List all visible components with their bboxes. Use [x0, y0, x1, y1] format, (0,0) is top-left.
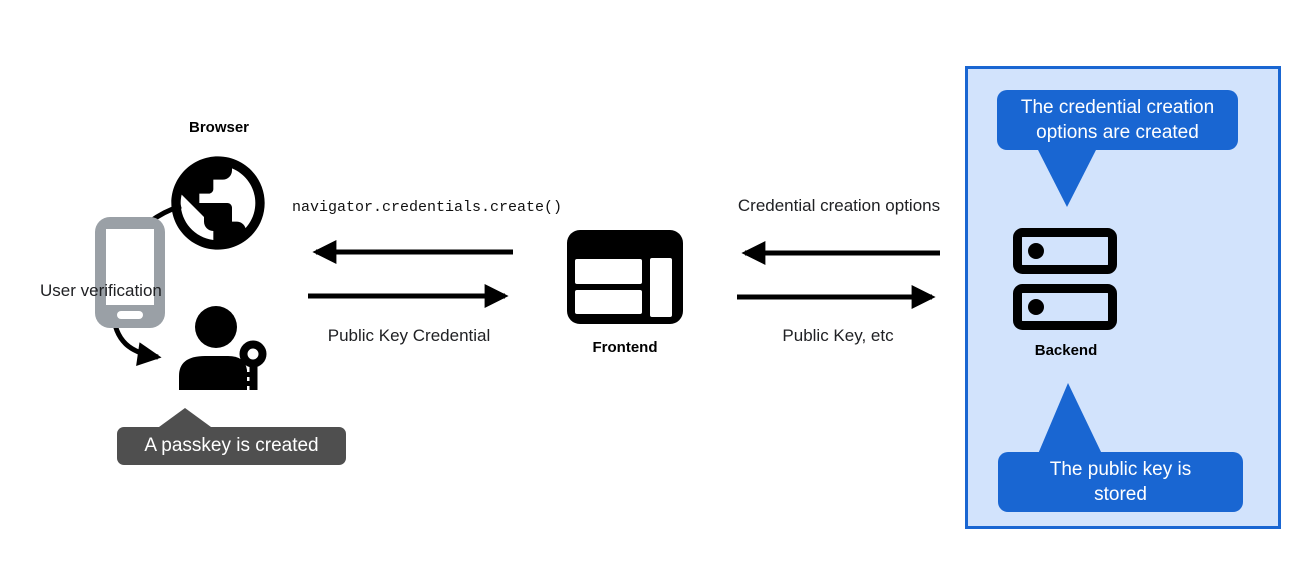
public-key-etc-label: Public Key, etc — [782, 326, 894, 345]
passkey-created-bubble: A passkey is created — [117, 408, 346, 465]
credential-options-label: Credential creation options — [737, 196, 941, 215]
globe-icon — [171, 156, 265, 250]
api-call-label: navigator.credentials.create() — [292, 199, 563, 216]
server-icon — [1013, 228, 1117, 330]
browser-label: Browser — [188, 119, 250, 136]
browser-window-icon — [567, 230, 683, 324]
user-key-icon — [179, 306, 267, 390]
passkey-bubble-pointer — [159, 408, 211, 427]
passkey-bubble-text: A passkey is created — [144, 435, 319, 456]
bottom-bubble-text: The public key is stored — [1049, 459, 1192, 505]
top-bubble-text: The credential creation options are crea… — [1020, 97, 1215, 143]
phone-icon — [95, 217, 165, 328]
public-key-stored-bubble: The public key is stored — [998, 452, 1243, 512]
credential-options-created-bubble: The credential creation options are crea… — [997, 90, 1238, 150]
public-key-credential-label: Public Key Credential — [327, 326, 491, 345]
frontend-label: Frontend — [592, 339, 658, 356]
backend-label: Backend — [1034, 342, 1098, 359]
user-verification-label: User verification — [40, 281, 162, 300]
